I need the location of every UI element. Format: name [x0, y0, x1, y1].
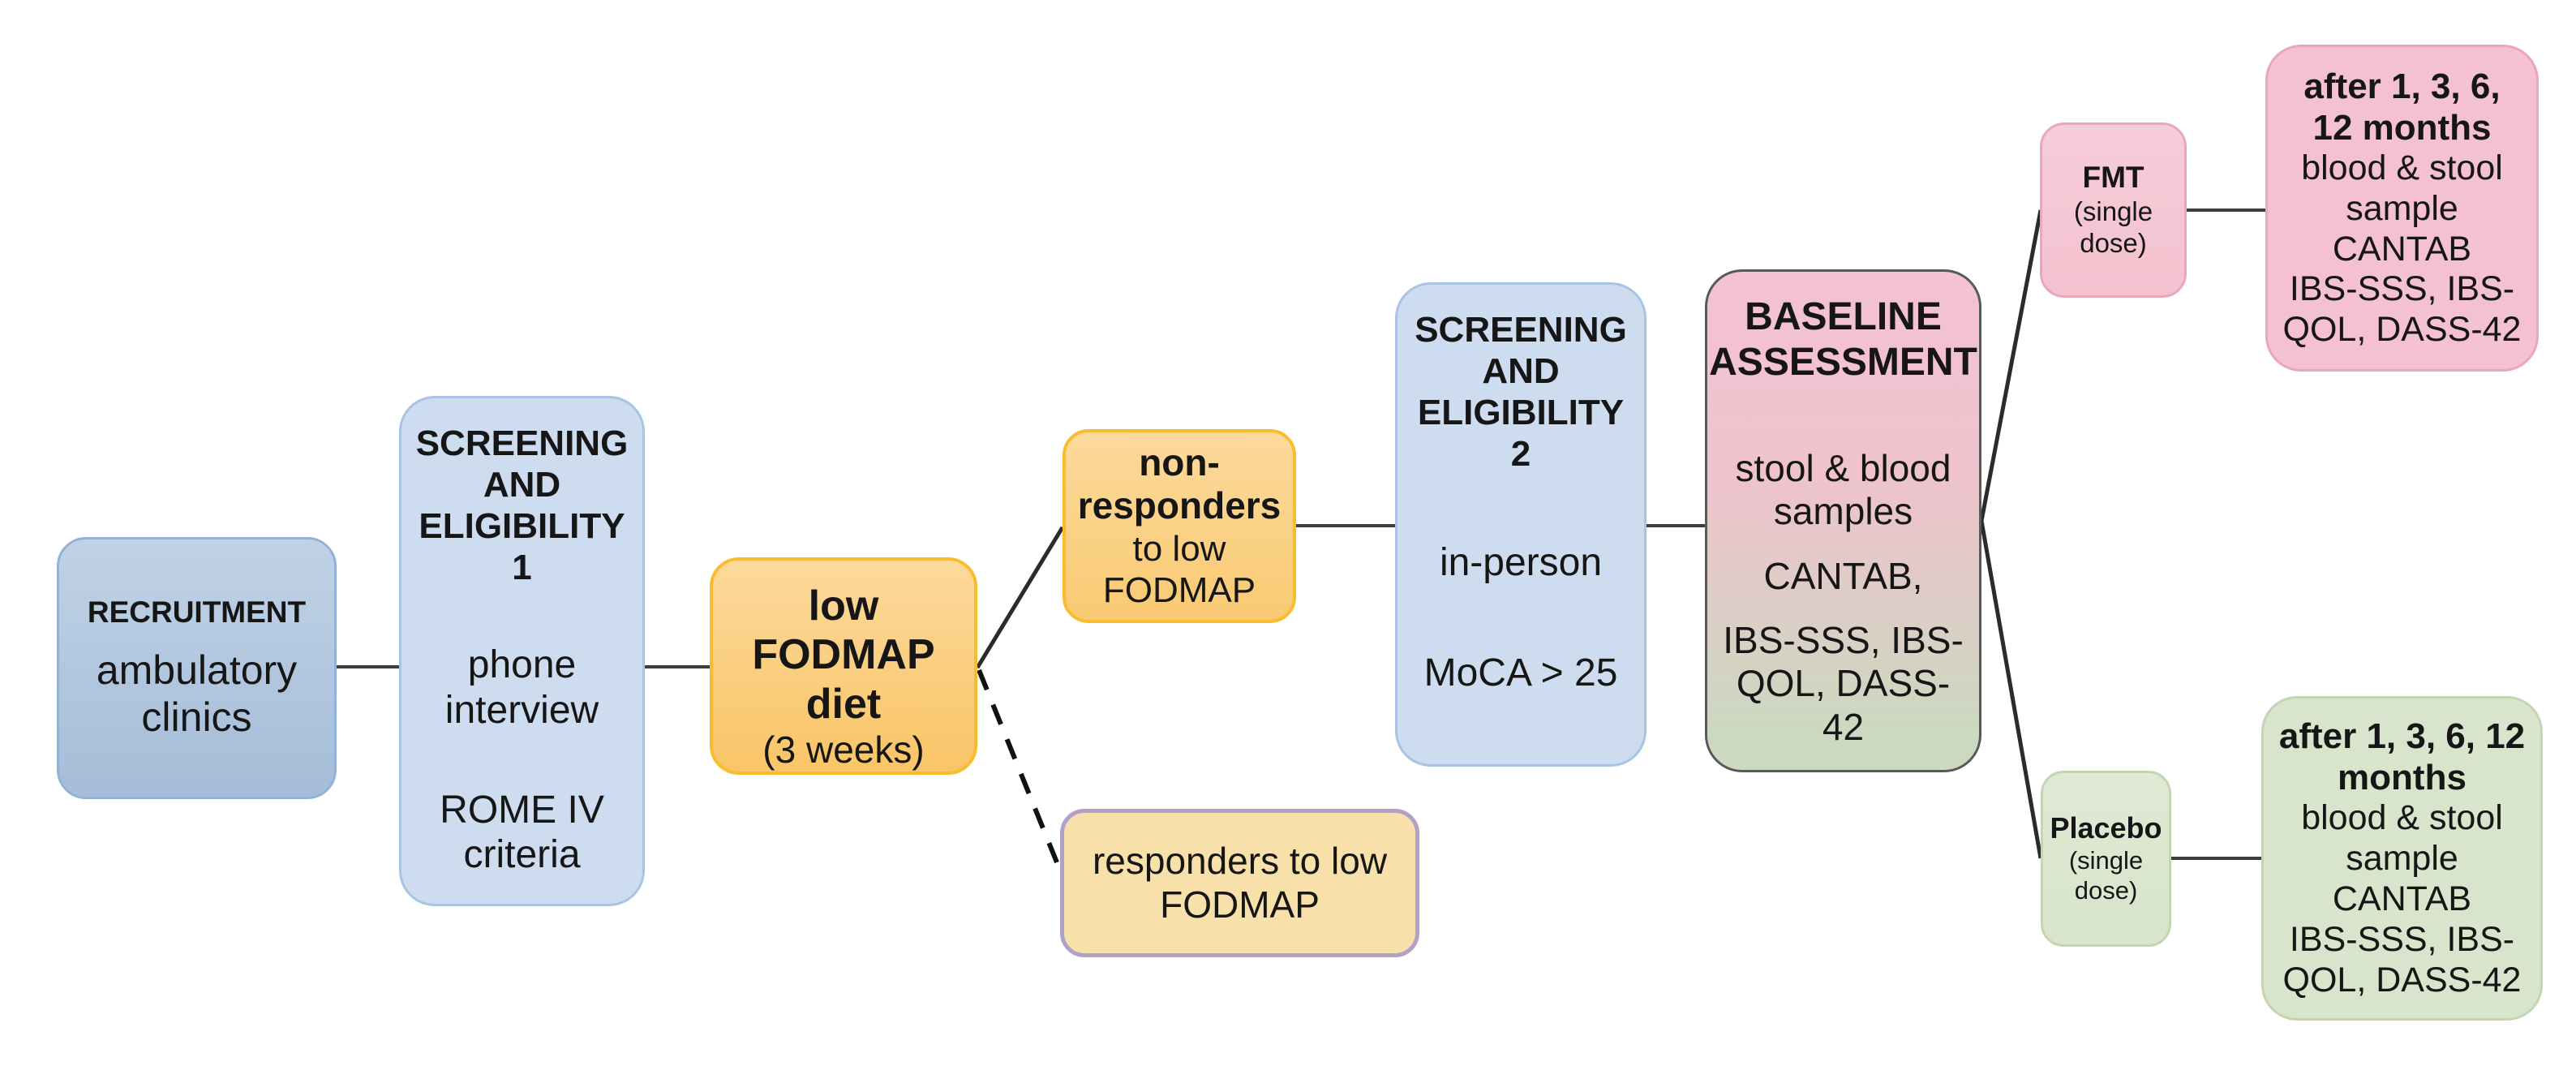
baseline-cantab: CANTAB,: [1763, 554, 1923, 597]
responders-body: responders to low FODMAP: [1092, 840, 1388, 926]
box-placebo-followup: after 1, 3, 6, 12 months blood & stool s…: [2261, 696, 2543, 1021]
edge-baseline-fmt: [1979, 209, 2043, 522]
fmt-dose: (single dose): [2073, 196, 2153, 259]
box-baseline-assessment: BASELINE ASSESSMENT stool & blood sample…: [1705, 269, 1981, 772]
box-fmt-followup: after 1, 3, 6, 12 months blood & stool s…: [2265, 45, 2539, 372]
edge-baseline-placebo: [1979, 520, 2043, 859]
fmt-followup-questionnaires: IBS-SSS, IBS-QOL, DASS-42: [2282, 269, 2522, 350]
edge-fodmap-responders-dashed: [977, 668, 1059, 864]
fmt-title: FMT: [2082, 160, 2145, 194]
box-recruitment: RECRUITMENT ambulatory clinics: [57, 537, 337, 799]
box-non-responders: non-responders to low FODMAP: [1063, 429, 1296, 623]
baseline-samples: stool & blood samples: [1735, 446, 1951, 533]
fmt-followup-samples: blood & stool sample: [2301, 148, 2503, 228]
box-fmt: FMT (single dose): [2040, 123, 2187, 298]
screening2-method: in-person: [1439, 540, 1603, 584]
nonresponders-body: to low FODMAP: [1102, 528, 1256, 610]
edge-fodmap-nonresponders: [975, 526, 1065, 669]
placebo-title: Placebo: [2050, 811, 2162, 845]
screening1-title: SCREENING AND ELIGIBILITY 1: [415, 423, 629, 588]
placebo-followup-title: after 1, 3, 6, 12 months: [2278, 716, 2526, 798]
box-responders: responders to low FODMAP: [1060, 809, 1419, 957]
box-placebo: Placebo (single dose): [2041, 771, 2171, 947]
fmt-followup-title: after 1, 3, 6, 12 months: [2303, 66, 2501, 148]
fmt-followup-cantab: CANTAB: [2332, 229, 2472, 269]
recruitment-title: RECRUITMENT: [87, 595, 307, 630]
screening1-method: phone interview: [444, 643, 599, 732]
screening2-title: SCREENING AND ELIGIBILITY 2: [1415, 310, 1627, 475]
placebo-dose: (single dose): [2068, 846, 2144, 905]
box-low-fodmap-diet: low FODMAP diet (3 weeks): [710, 557, 977, 775]
fodmap-duration: (3 weeks): [762, 728, 925, 771]
nonresponders-title: non-responders: [1077, 441, 1282, 527]
screening1-criteria: ROME IV criteria: [440, 788, 604, 877]
recruitment-body: ambulatory clinics: [96, 647, 298, 740]
baseline-questionnaires: IBS-SSS, IBS-QOL, DASS-42: [1723, 618, 1964, 748]
fodmap-title: low FODMAP diet: [752, 582, 935, 728]
box-screening-eligibility-2: SCREENING AND ELIGIBILITY 2 in-person Mo…: [1395, 282, 1646, 767]
placebo-followup-questionnaires: IBS-SSS, IBS-QOL, DASS-42: [2282, 919, 2522, 999]
placebo-followup-samples: blood & stool sample: [2301, 798, 2503, 879]
baseline-title: BASELINE ASSESSMENT: [1709, 295, 1977, 384]
placebo-followup-cantab: CANTAB: [2332, 879, 2472, 919]
screening2-criteria: MoCA > 25: [1423, 651, 1618, 695]
box-screening-eligibility-1: SCREENING AND ELIGIBILITY 1 phone interv…: [399, 396, 645, 906]
